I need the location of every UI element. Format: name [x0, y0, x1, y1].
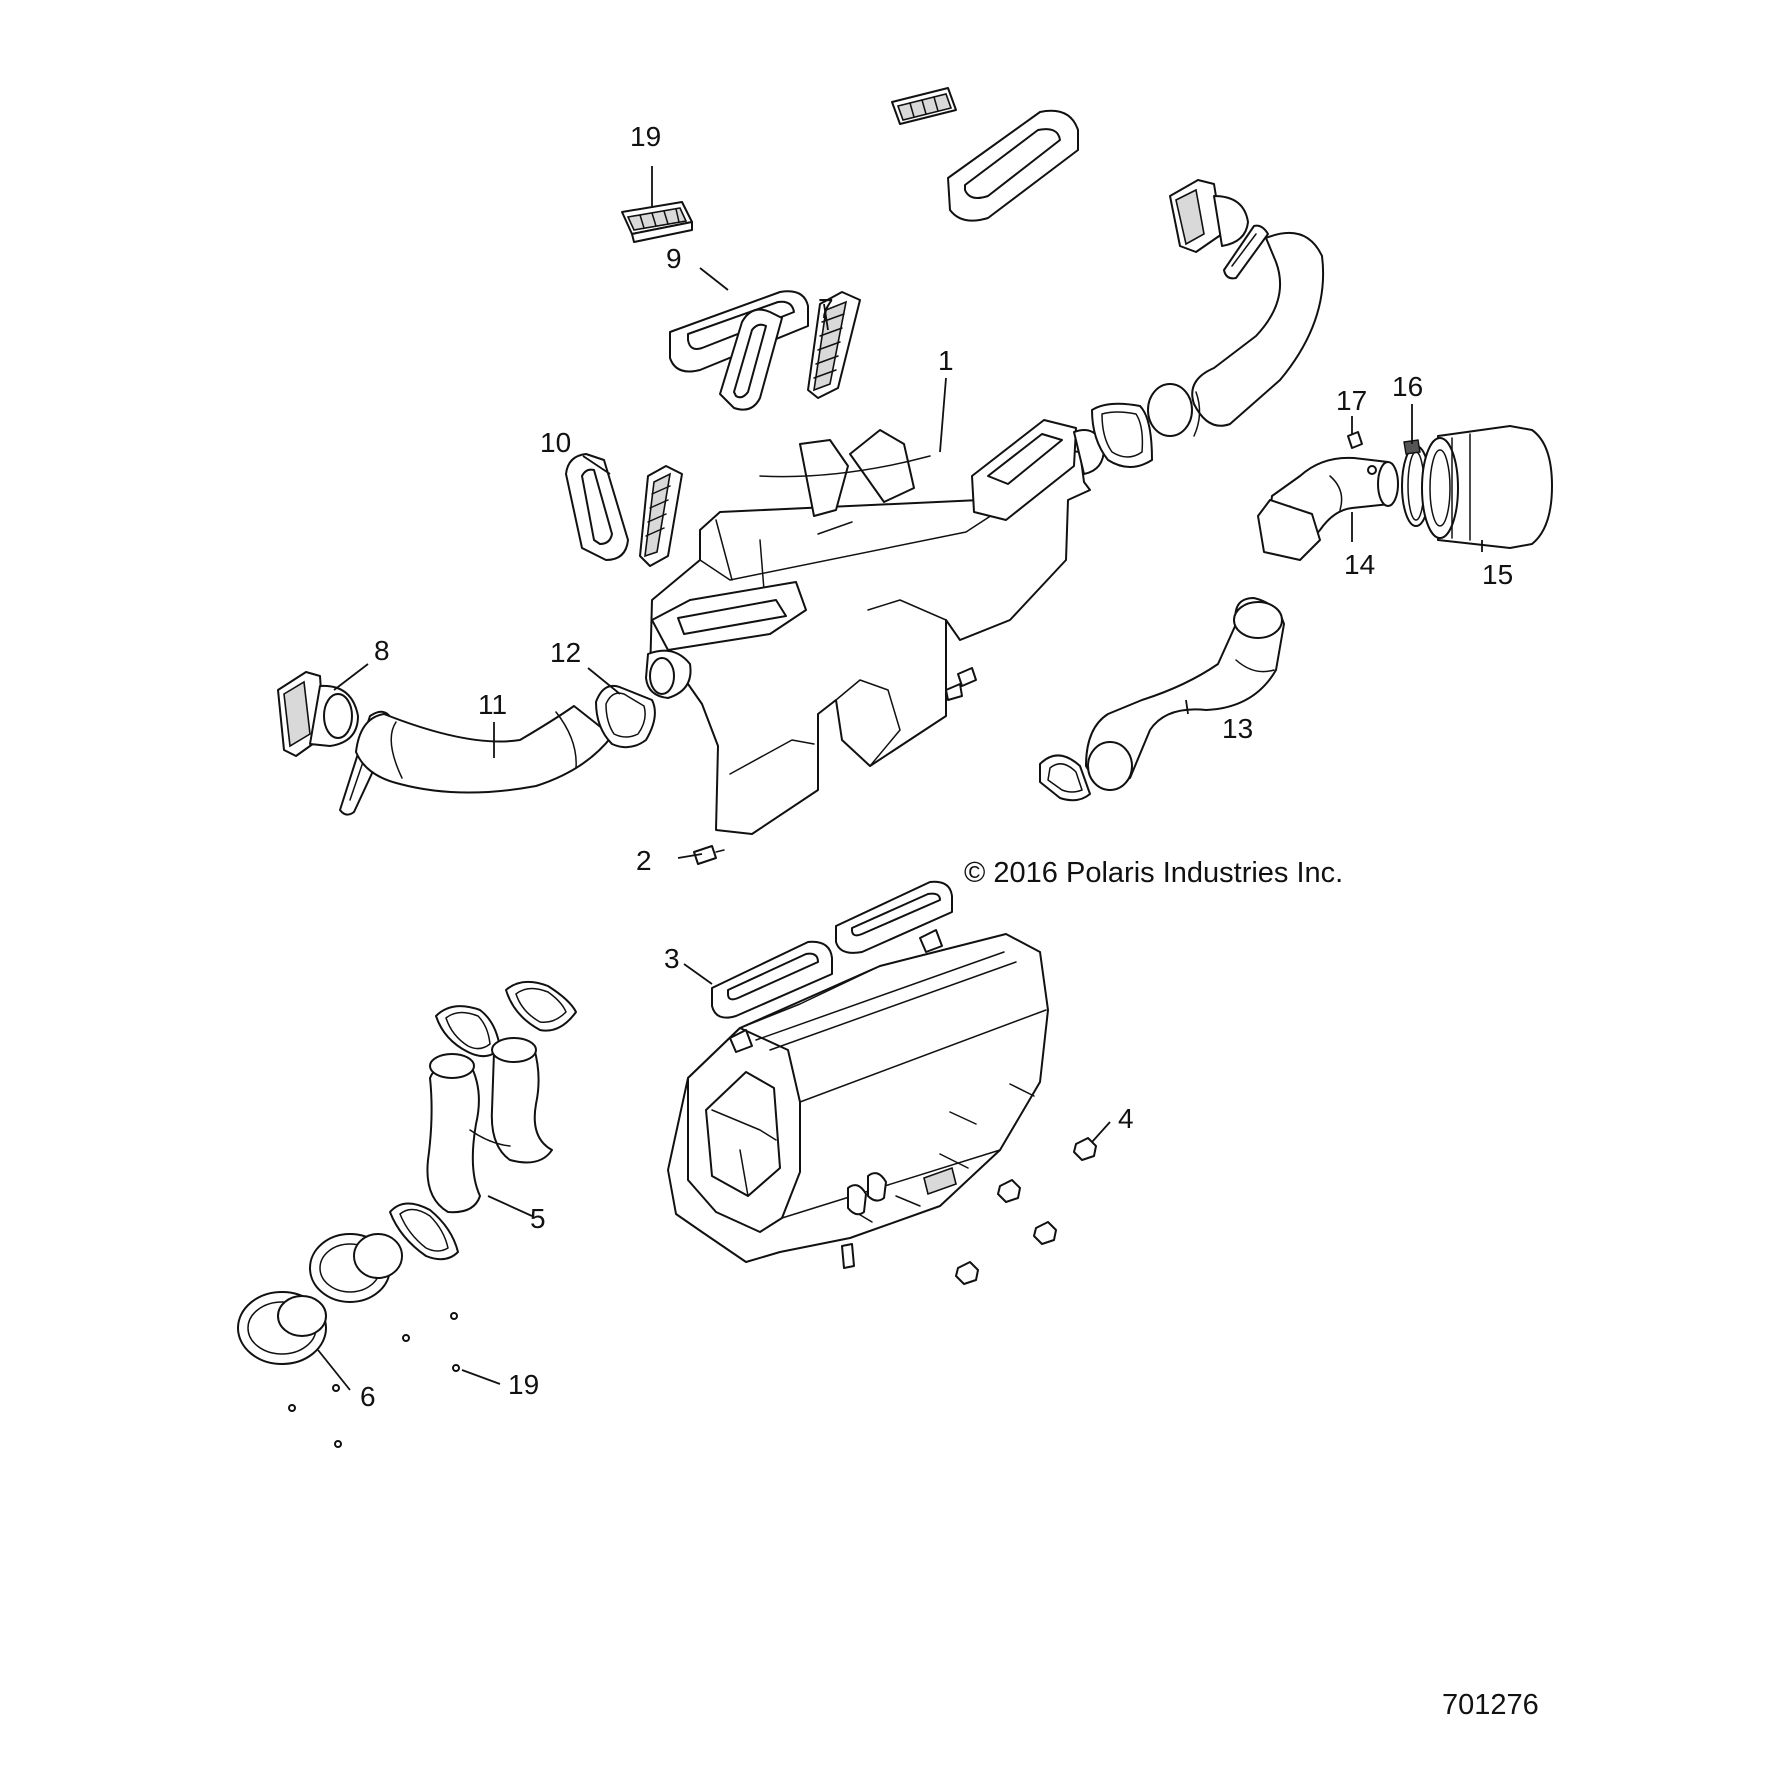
callout-3: 3 — [664, 943, 680, 974]
top-center-gasket — [947, 109, 1079, 222]
callout-2: 2 — [636, 845, 652, 876]
small-vent-10 — [639, 465, 683, 567]
callout-8: 8 — [374, 635, 390, 666]
part-10-gasket — [565, 453, 629, 561]
callout-11: 11 — [478, 689, 507, 720]
callout-14: 14 — [1344, 549, 1375, 580]
callout-1: 1 — [938, 345, 954, 376]
copyright-notice: © 2016 Polaris Industries Inc. — [964, 857, 1343, 889]
callout-10: 10 — [540, 427, 571, 458]
callout-6: 6 — [360, 1381, 376, 1412]
right-upper-hose — [1147, 231, 1325, 437]
part-6-flange-b — [237, 1291, 327, 1365]
callout-17: 17 — [1336, 385, 1367, 416]
callouts: 19 9 7 1 10 8 11 12 2 13 14 15 16 17 3 4… — [360, 121, 1513, 1412]
right-upper-ring — [1091, 402, 1153, 468]
part-8-outlet — [277, 671, 359, 757]
callout-19: 19 — [508, 1369, 539, 1400]
callout-5: 5 — [530, 1203, 546, 1234]
part-7-vent — [807, 291, 861, 399]
right-upper-outlet — [1169, 179, 1249, 253]
part-4-nuts — [955, 1137, 1097, 1285]
right-upper-gasket — [1223, 224, 1269, 280]
part-5-top-gaskets — [435, 980, 577, 1058]
callout-16: 16 — [1392, 371, 1423, 402]
part-1-airbox — [645, 419, 1105, 835]
part-5-lower-gasket — [389, 1202, 459, 1261]
mid-gasket — [719, 308, 783, 411]
document-number: 701276 — [1442, 1689, 1539, 1721]
part-3-gasket-a — [711, 940, 833, 1019]
part-2-bolts — [693, 667, 977, 865]
callout-7: 7 — [818, 293, 834, 324]
part-3-gasket-b — [835, 880, 953, 954]
callout-9: 9 — [666, 243, 682, 274]
leader-lines — [317, 166, 1483, 1391]
callout-4: 4 — [1118, 1103, 1134, 1134]
part-5-tubes — [426, 1037, 553, 1214]
part-18-vent — [621, 201, 693, 243]
lower-airbox — [667, 929, 1049, 1269]
part-19-screws — [288, 1312, 460, 1448]
part-13-hose — [1085, 597, 1285, 791]
part-13-gasket — [1039, 754, 1091, 802]
top-center-vent — [891, 87, 957, 125]
callout-18: 19 — [630, 121, 661, 152]
part-14-flange — [1257, 499, 1321, 561]
part-6-flange-a — [309, 1233, 403, 1303]
callout-13: 13 — [1222, 713, 1253, 744]
callout-12: 12 — [550, 637, 581, 668]
part-17-screw — [1347, 431, 1363, 449]
part-15-filter — [1421, 425, 1553, 549]
callout-15: 15 — [1482, 559, 1513, 590]
